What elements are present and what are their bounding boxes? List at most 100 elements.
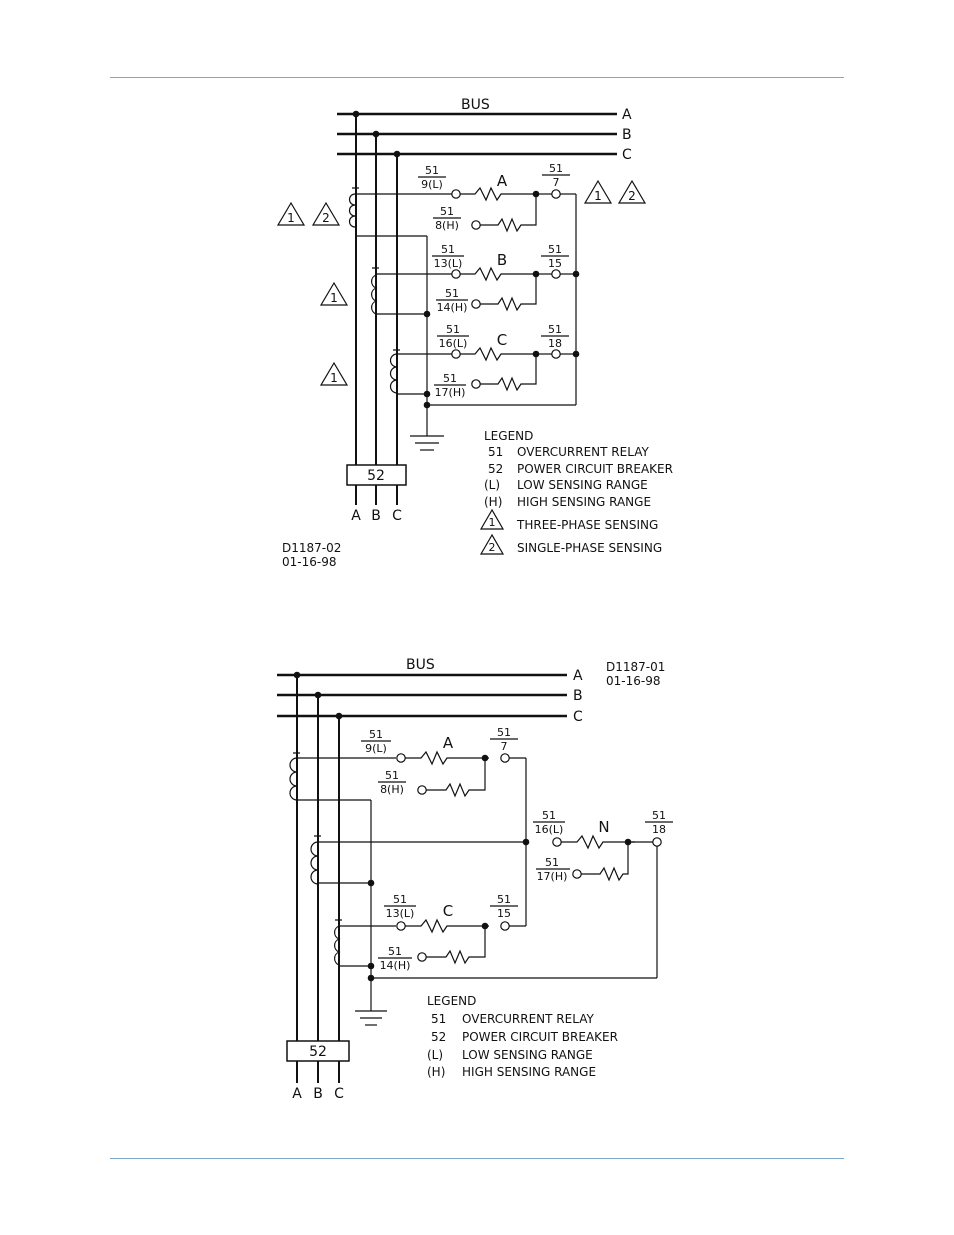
drawing-id: D1187-02: [282, 541, 341, 555]
drawing-date: 01-16-98: [606, 674, 660, 688]
legend-code: 52: [488, 462, 503, 476]
relay-output-designation: 18: [548, 337, 562, 350]
drawing-date: 01-16-98: [282, 555, 336, 569]
relay-output-number: 51: [548, 243, 562, 256]
relay-high-designation: 14(H): [437, 301, 468, 314]
circuit-breaker-52: 52 A B C: [286, 1040, 350, 1102]
relay-output-number: 51: [548, 323, 562, 336]
breaker-phase-c: C: [334, 1086, 344, 1102]
breaker-phase-c: C: [392, 508, 402, 524]
legend-code: (L): [484, 478, 500, 492]
legend-code: (H): [427, 1065, 445, 1079]
legend-title: LEGEND: [484, 429, 533, 443]
legend-code: 1: [489, 516, 496, 529]
bus-phase-label-b: B: [573, 688, 583, 704]
relay-high-number: 51: [443, 372, 457, 385]
breaker-label: 52: [367, 468, 385, 484]
ct-secondary-wiring: [297, 757, 658, 1026]
legend: LEGEND 51 OVERCURRENT RELAY 52 POWER CIR…: [479, 429, 673, 555]
phase-conductors: [355, 114, 398, 505]
legend-text: HIGH SENSING RANGE: [517, 495, 651, 509]
relay-low-designation: 13(L): [434, 257, 463, 270]
figure-1-three-phase-connection: BUS A B C 52 A B C: [276, 97, 673, 569]
relay-phase-label: N: [598, 818, 609, 836]
legend: LEGEND 51 OVERCURRENT RELAY 52 POWER CIR…: [427, 994, 618, 1079]
bus-phase-label-c: C: [622, 147, 632, 163]
relay-output-designation: 7: [553, 176, 560, 189]
legend-text: SINGLE-PHASE SENSING: [517, 541, 662, 555]
relay-high-designation: 17(H): [537, 870, 568, 883]
relay-low-number: 51: [369, 728, 383, 741]
relay-phase-label: A: [443, 734, 454, 752]
relay-high-number: 51: [388, 945, 402, 958]
relay-low-number: 51: [393, 893, 407, 906]
legend-code: (L): [427, 1048, 443, 1062]
relay-high-number: 51: [545, 856, 559, 869]
legend-text: HIGH SENSING RANGE: [462, 1065, 596, 1079]
relay-low-number: 51: [446, 323, 460, 336]
svg-text:2: 2: [322, 211, 330, 225]
breaker-phase-a: A: [292, 1086, 302, 1102]
note-markers: 1 2 1 2 1 1: [276, 179, 647, 386]
bus-phase-label-a: A: [622, 107, 632, 123]
relay-low-designation: 16(L): [535, 823, 564, 836]
note-triangle-1: 1: [276, 201, 306, 226]
legend-text: LOW SENSING RANGE: [462, 1048, 593, 1062]
relay-output-number: 51: [497, 893, 511, 906]
relay-high-designation: 8(H): [435, 219, 459, 232]
legend-title: LEGEND: [427, 994, 476, 1008]
bus: BUS A B C: [337, 97, 632, 163]
bus-phase-label-a: A: [573, 668, 583, 684]
figure-2-ground-connection: BUS A B C D1187-01 01-16-98 52 A B C: [277, 657, 673, 1102]
relay-high-number: 51: [440, 205, 454, 218]
relay-output-designation: 7: [501, 740, 508, 753]
relay-phase-label: B: [497, 251, 507, 269]
note-triangle-1: 1: [319, 361, 349, 386]
relay-phase-label: C: [443, 902, 453, 920]
relay-low-number: 51: [441, 243, 455, 256]
bus-label: BUS: [461, 97, 490, 113]
bus-label: BUS: [406, 657, 435, 673]
relay-group-phase-c: C 51 16(L) 51 17(H) 51 18: [434, 323, 576, 399]
breaker-phase-b: B: [371, 508, 381, 524]
relay-output-designation: 15: [548, 257, 562, 270]
relay-output-number: 51: [549, 162, 563, 175]
legend-code: 52: [431, 1030, 446, 1044]
phase-conductors: [296, 675, 340, 1083]
relay-group-neutral: N 51 16(L) 51 17(H) 51 18: [533, 809, 673, 883]
bus-phase-label-c: C: [573, 709, 583, 725]
current-transformers: [289, 752, 342, 966]
bus-phase-label-b: B: [622, 127, 632, 143]
relay-output-number: 51: [652, 809, 666, 822]
relay-low-designation: 9(L): [421, 178, 443, 191]
relay-low-designation: 9(L): [365, 742, 387, 755]
relay-group-phase-a: A 51 9(L) 51 8(H) 51 7: [361, 726, 526, 798]
note-triangle-1: 1: [583, 179, 613, 204]
relay-group-phase-b: B 51 13(L) 51 14(H) 51 15: [432, 243, 576, 314]
legend-text: POWER CIRCUIT BREAKER: [517, 462, 673, 476]
circuit-breaker-52: 52 A B C: [346, 464, 407, 524]
svg-text:2: 2: [628, 189, 636, 203]
relay-low-number: 51: [425, 164, 439, 177]
legend-text: THREE-PHASE SENSING: [516, 518, 658, 532]
note-triangle-1: 1: [319, 281, 349, 306]
relay-phase-label: A: [497, 172, 508, 190]
relay-group-phase-a: A 51 9(L) 51 8(H) 51 7: [418, 162, 576, 233]
relay-high-designation: 8(H): [380, 783, 404, 796]
relay-high-number: 51: [445, 287, 459, 300]
legend-code: 51: [488, 445, 503, 459]
relay-phase-label: C: [497, 331, 507, 349]
legend-text: LOW SENSING RANGE: [517, 478, 648, 492]
relay-high-designation: 17(H): [435, 386, 466, 399]
svg-text:1: 1: [330, 371, 338, 385]
header-rule: [110, 77, 844, 78]
relay-low-designation: 13(L): [386, 907, 415, 920]
svg-text:1: 1: [594, 189, 602, 203]
drawing-id: D1187-01: [606, 660, 665, 674]
relay-low-number: 51: [542, 809, 556, 822]
legend-text: OVERCURRENT RELAY: [517, 445, 649, 459]
relay-low-designation: 16(L): [439, 337, 468, 350]
relay-group-phase-c: C 51 13(L) 51 14(H) 51 15: [378, 893, 526, 972]
svg-text:1: 1: [330, 291, 338, 305]
